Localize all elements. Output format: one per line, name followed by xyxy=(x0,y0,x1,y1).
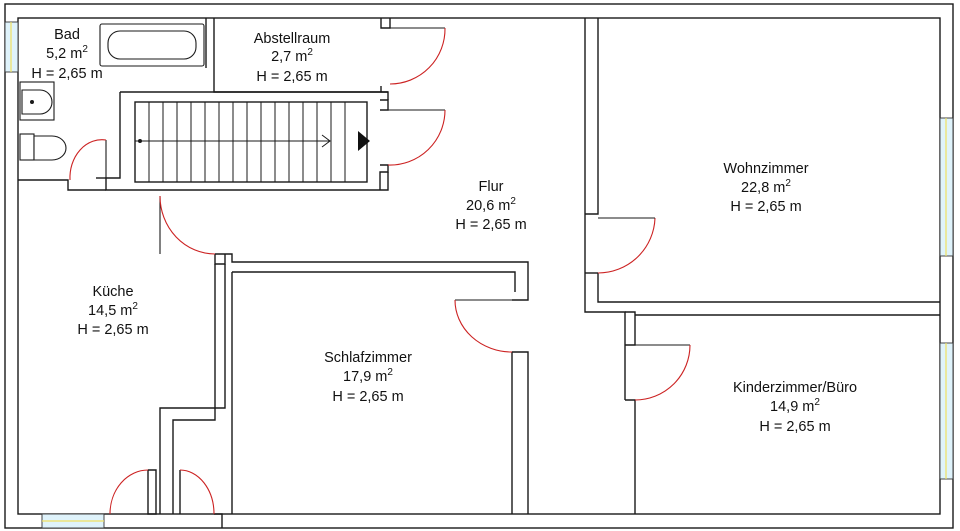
room-height: H = 2,65 m xyxy=(77,322,148,338)
door-bad xyxy=(69,139,107,181)
toilet-icon xyxy=(19,133,67,161)
arrow-right-icon xyxy=(321,134,331,148)
room-area: 22,8 m2 xyxy=(741,178,791,196)
room-area: 14,5 m2 xyxy=(88,301,138,319)
outer-walls xyxy=(4,3,954,529)
door-schlafzimmer xyxy=(454,299,513,353)
window-kinderzimmer xyxy=(939,342,954,480)
room-height: H = 2,65 m xyxy=(455,217,526,233)
room-height: H = 2,65 m xyxy=(31,66,102,82)
window-wohnzimmer xyxy=(939,117,954,257)
room-label-wohnzimmer: Wohnzimmer 22,8 m2 H = 2,65 m xyxy=(723,161,808,215)
bathroom-fixtures xyxy=(19,23,205,161)
sink-icon xyxy=(19,81,55,121)
bathtub-icon xyxy=(99,23,205,67)
door-bottom-right xyxy=(179,469,215,515)
room-label-kueche: Küche 14,5 m2 H = 2,65 m xyxy=(77,284,148,338)
door-kueche-flur xyxy=(159,195,216,255)
room-area: 2,7 m2 xyxy=(271,47,313,65)
door-kinderzimmer xyxy=(634,344,691,401)
window-kueche xyxy=(41,513,105,529)
staircase xyxy=(134,101,368,183)
room-height: H = 2,65 m xyxy=(332,389,403,405)
doors xyxy=(69,27,691,515)
room-area: 5,2 m2 xyxy=(46,44,88,62)
interior-walls xyxy=(18,18,940,528)
room-height: H = 2,65 m xyxy=(256,69,327,85)
door-bottom-left xyxy=(109,469,149,515)
room-name: Bad xyxy=(54,27,80,43)
room-area: 14,9 m2 xyxy=(770,397,820,415)
room-name: Abstellraum xyxy=(254,31,331,47)
door-wohnzimmer xyxy=(597,217,656,274)
room-area: 17,9 m2 xyxy=(343,367,393,385)
room-height: H = 2,65 m xyxy=(759,419,830,435)
room-label-bad: Bad 5,2 m2 H = 2,65 m xyxy=(31,27,102,82)
room-name: Kinderzimmer/Büro xyxy=(733,380,857,396)
room-label-schlafzimmer: Schlafzimmer 17,9 m2 H = 2,65 m xyxy=(324,350,412,405)
room-label-flur: Flur 20,6 m2 H = 2,65 m xyxy=(455,179,526,233)
door-stair xyxy=(387,109,446,166)
room-label-kinderzimmer: Kinderzimmer/Büro 14,9 m2 H = 2,65 m xyxy=(733,380,857,435)
room-height: H = 2,65 m xyxy=(730,199,801,215)
room-area: 20,6 m2 xyxy=(466,196,516,214)
room-name: Küche xyxy=(92,284,133,300)
triangle-right-icon xyxy=(358,131,370,151)
room-name: Flur xyxy=(479,179,504,195)
window-bad xyxy=(4,21,19,73)
room-label-abstellraum: Abstellraum 2,7 m2 H = 2,65 m xyxy=(254,31,331,85)
windows xyxy=(4,21,954,529)
room-name: Schlafzimmer xyxy=(324,350,412,366)
room-name: Wohnzimmer xyxy=(723,161,808,177)
door-abstellraum xyxy=(389,27,446,85)
